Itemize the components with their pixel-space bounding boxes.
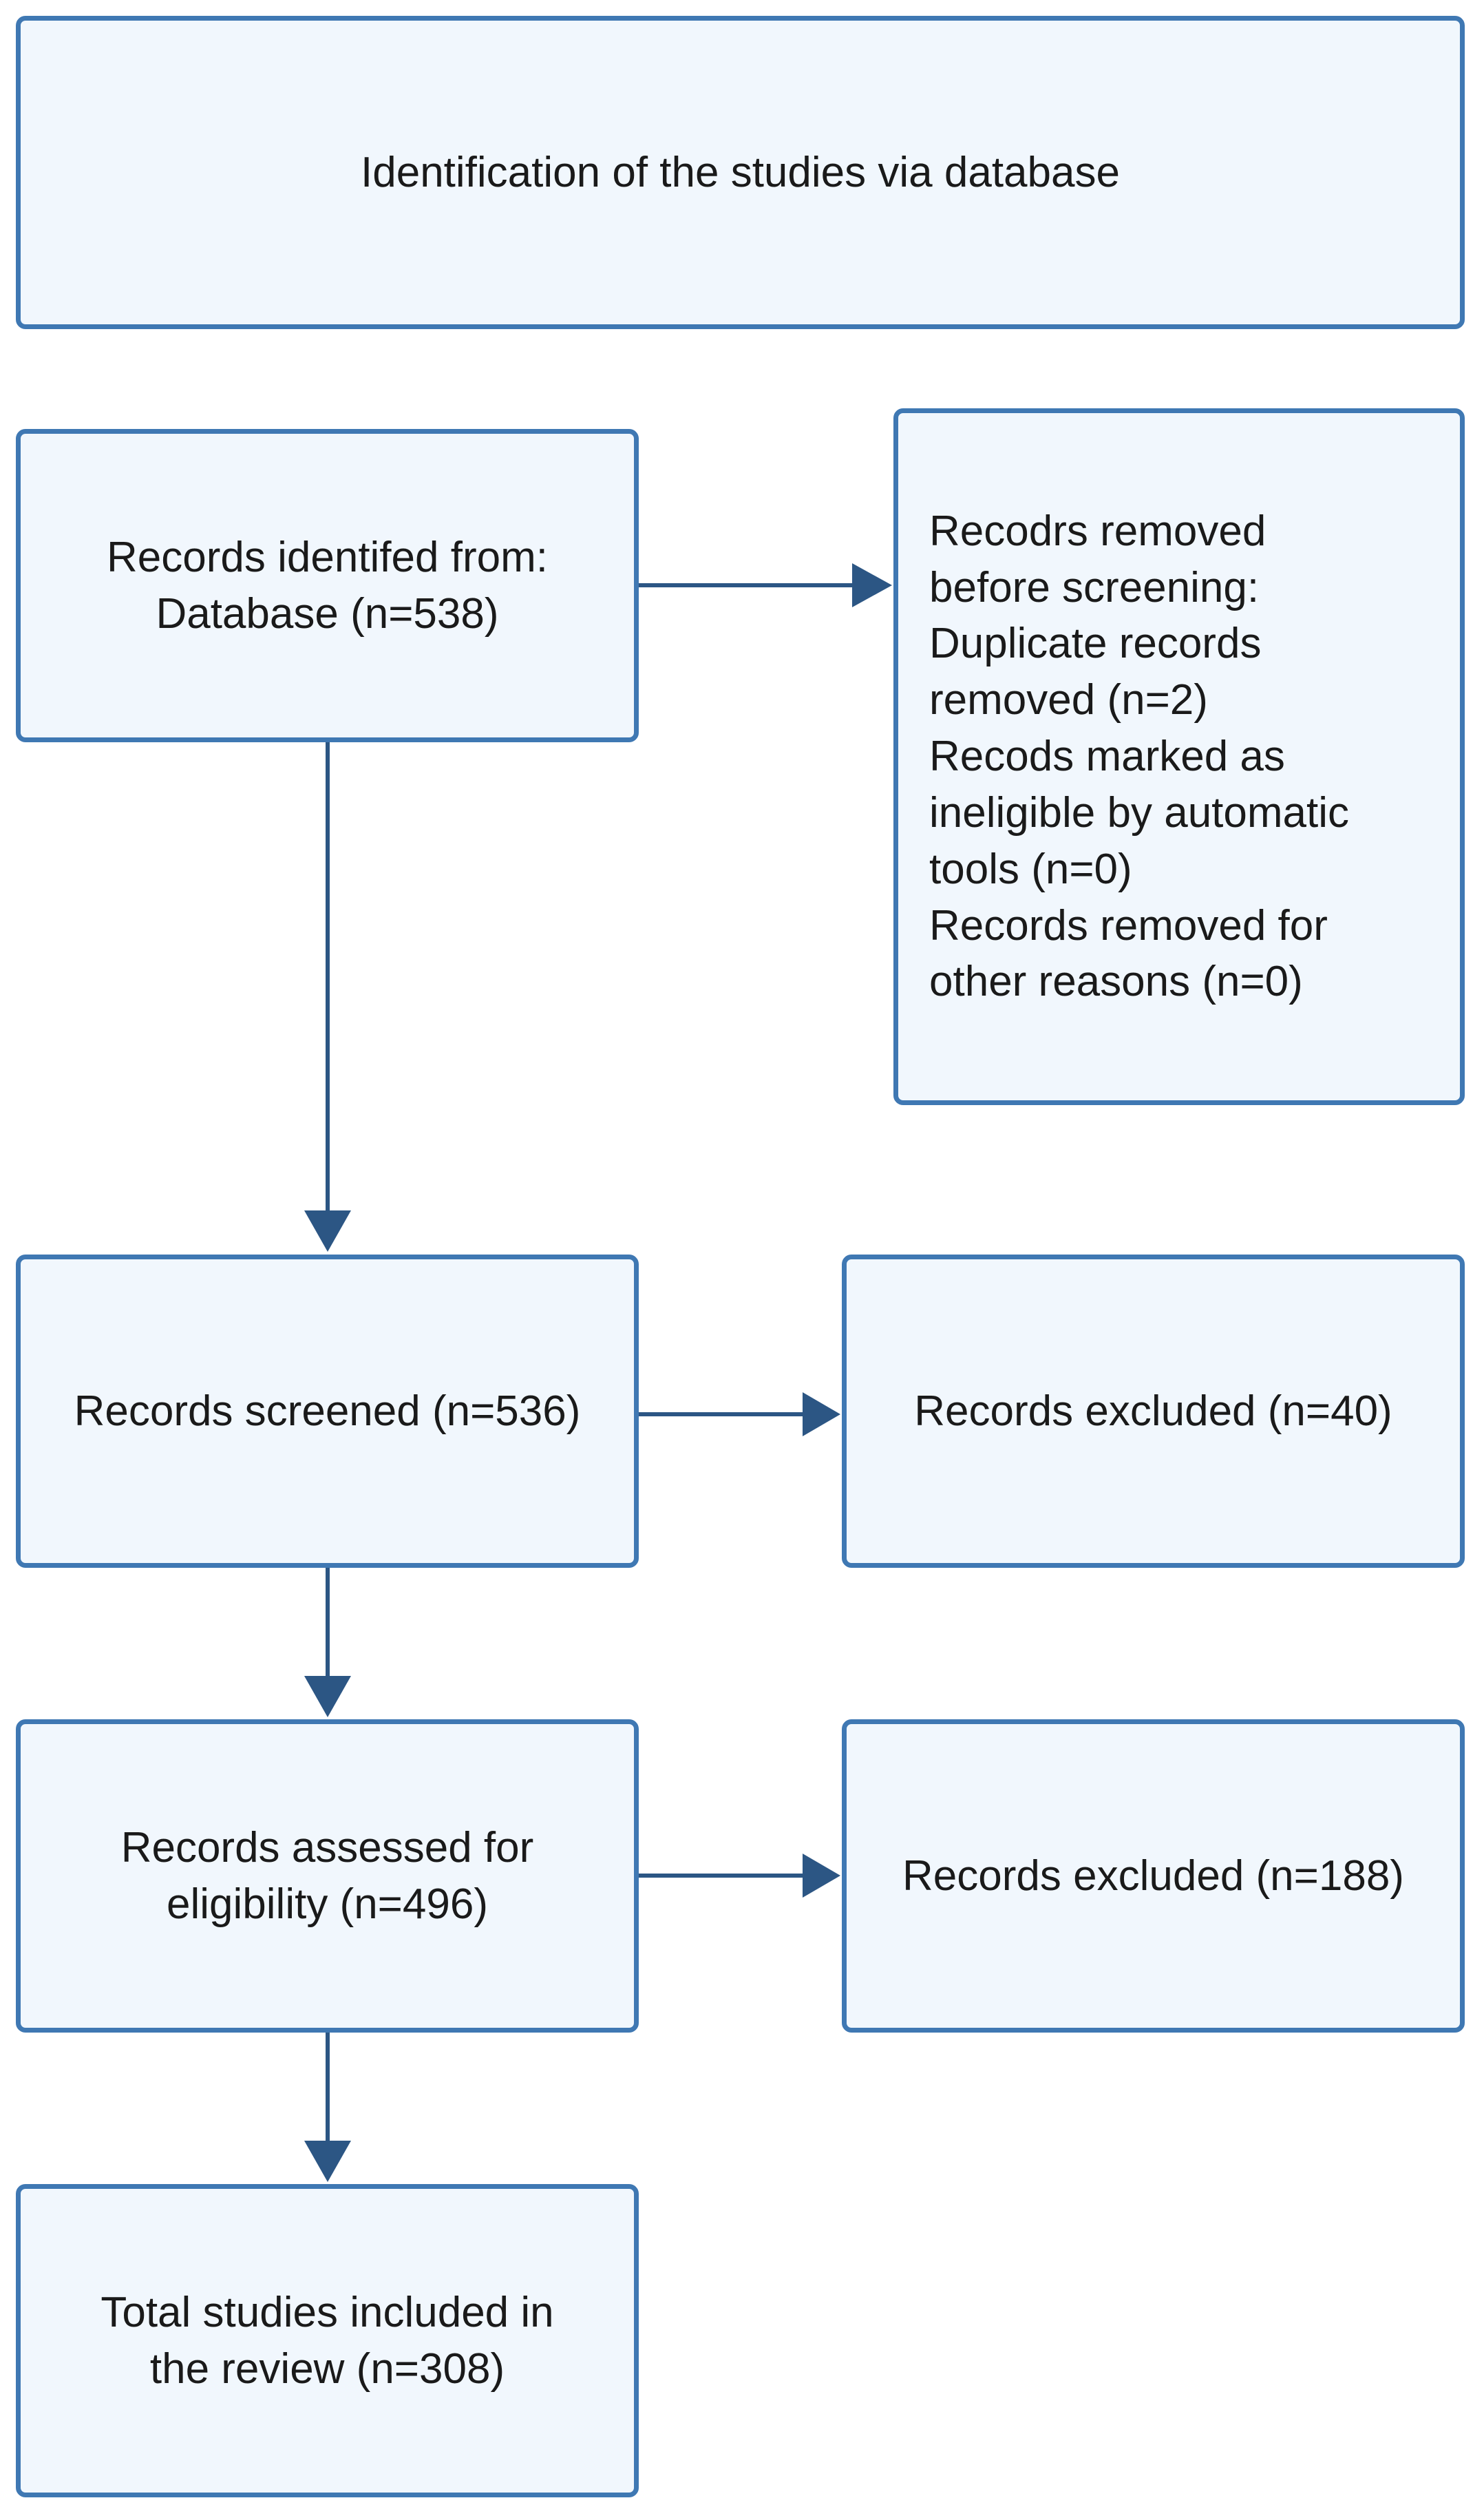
records-removed-line-6: ineligible by automatic bbox=[929, 788, 1350, 837]
records-assessed-line-1: Records assessed for bbox=[120, 1823, 534, 1871]
records-excluded-eligibility-text: Records excluded (n=188) bbox=[902, 1851, 1404, 1900]
records-removed-line-4: removed (n=2) bbox=[929, 676, 1208, 724]
records-removed-text: Recodrs removed before screening: Duplic… bbox=[929, 503, 1349, 1010]
records-excluded-screening-box: Records excluded (n=40) bbox=[842, 1255, 1465, 1568]
records-removed-line-7: tools (n=0) bbox=[929, 845, 1132, 893]
total-included-text: Total studies included in the review (n=… bbox=[100, 2285, 553, 2398]
total-included-line-1: Total studies included in bbox=[100, 2288, 554, 2336]
identification-box: Identification of the studies via databa… bbox=[16, 16, 1465, 329]
records-screened-text: Records screened (n=536) bbox=[74, 1387, 581, 1435]
records-identified-line-2: Database (n=538) bbox=[156, 589, 499, 638]
records-removed-box: Recodrs removed before screening: Duplic… bbox=[893, 408, 1465, 1105]
arrowhead-identified-to-screened bbox=[304, 1210, 351, 1252]
arrowhead-identified-to-removed bbox=[852, 563, 892, 607]
arrowhead-assessed-to-excluded bbox=[803, 1854, 840, 1898]
records-identified-line-1: Records identifed from: bbox=[107, 533, 548, 581]
records-removed-line-1: Recodrs removed bbox=[929, 507, 1266, 555]
arrowhead-assessed-to-included bbox=[304, 2141, 351, 2182]
records-assessed-line-2: eligibility (n=496) bbox=[167, 1880, 488, 1928]
records-removed-line-8: Records removed for bbox=[929, 901, 1328, 950]
total-included-box: Total studies included in the review (n=… bbox=[16, 2184, 639, 2497]
records-excluded-screening-text: Records excluded (n=40) bbox=[914, 1387, 1392, 1435]
records-screened-box: Records screened (n=536) bbox=[16, 1255, 639, 1568]
arrowhead-screened-to-excluded bbox=[803, 1392, 840, 1436]
records-removed-line-9: other reasons (n=0) bbox=[929, 958, 1303, 1006]
records-removed-line-2: before screening: bbox=[929, 563, 1260, 611]
records-removed-line-5: Recods marked as bbox=[929, 733, 1285, 781]
records-excluded-eligibility-box: Records excluded (n=188) bbox=[842, 1719, 1465, 2033]
records-assessed-text: Records assessed for eligibility (n=496) bbox=[121, 1820, 534, 1933]
records-assessed-box: Records assessed for eligibility (n=496) bbox=[16, 1719, 639, 2033]
records-removed-line-3: Duplicate records bbox=[929, 620, 1262, 668]
total-included-line-2: the review (n=308) bbox=[149, 2344, 505, 2393]
arrowhead-screened-to-assessed bbox=[304, 1676, 351, 1717]
records-identified-text: Records identifed from: Database (n=538) bbox=[107, 529, 548, 642]
records-identified-box: Records identifed from: Database (n=538) bbox=[16, 429, 639, 742]
identification-text: Identification of the studies via databa… bbox=[361, 148, 1120, 196]
